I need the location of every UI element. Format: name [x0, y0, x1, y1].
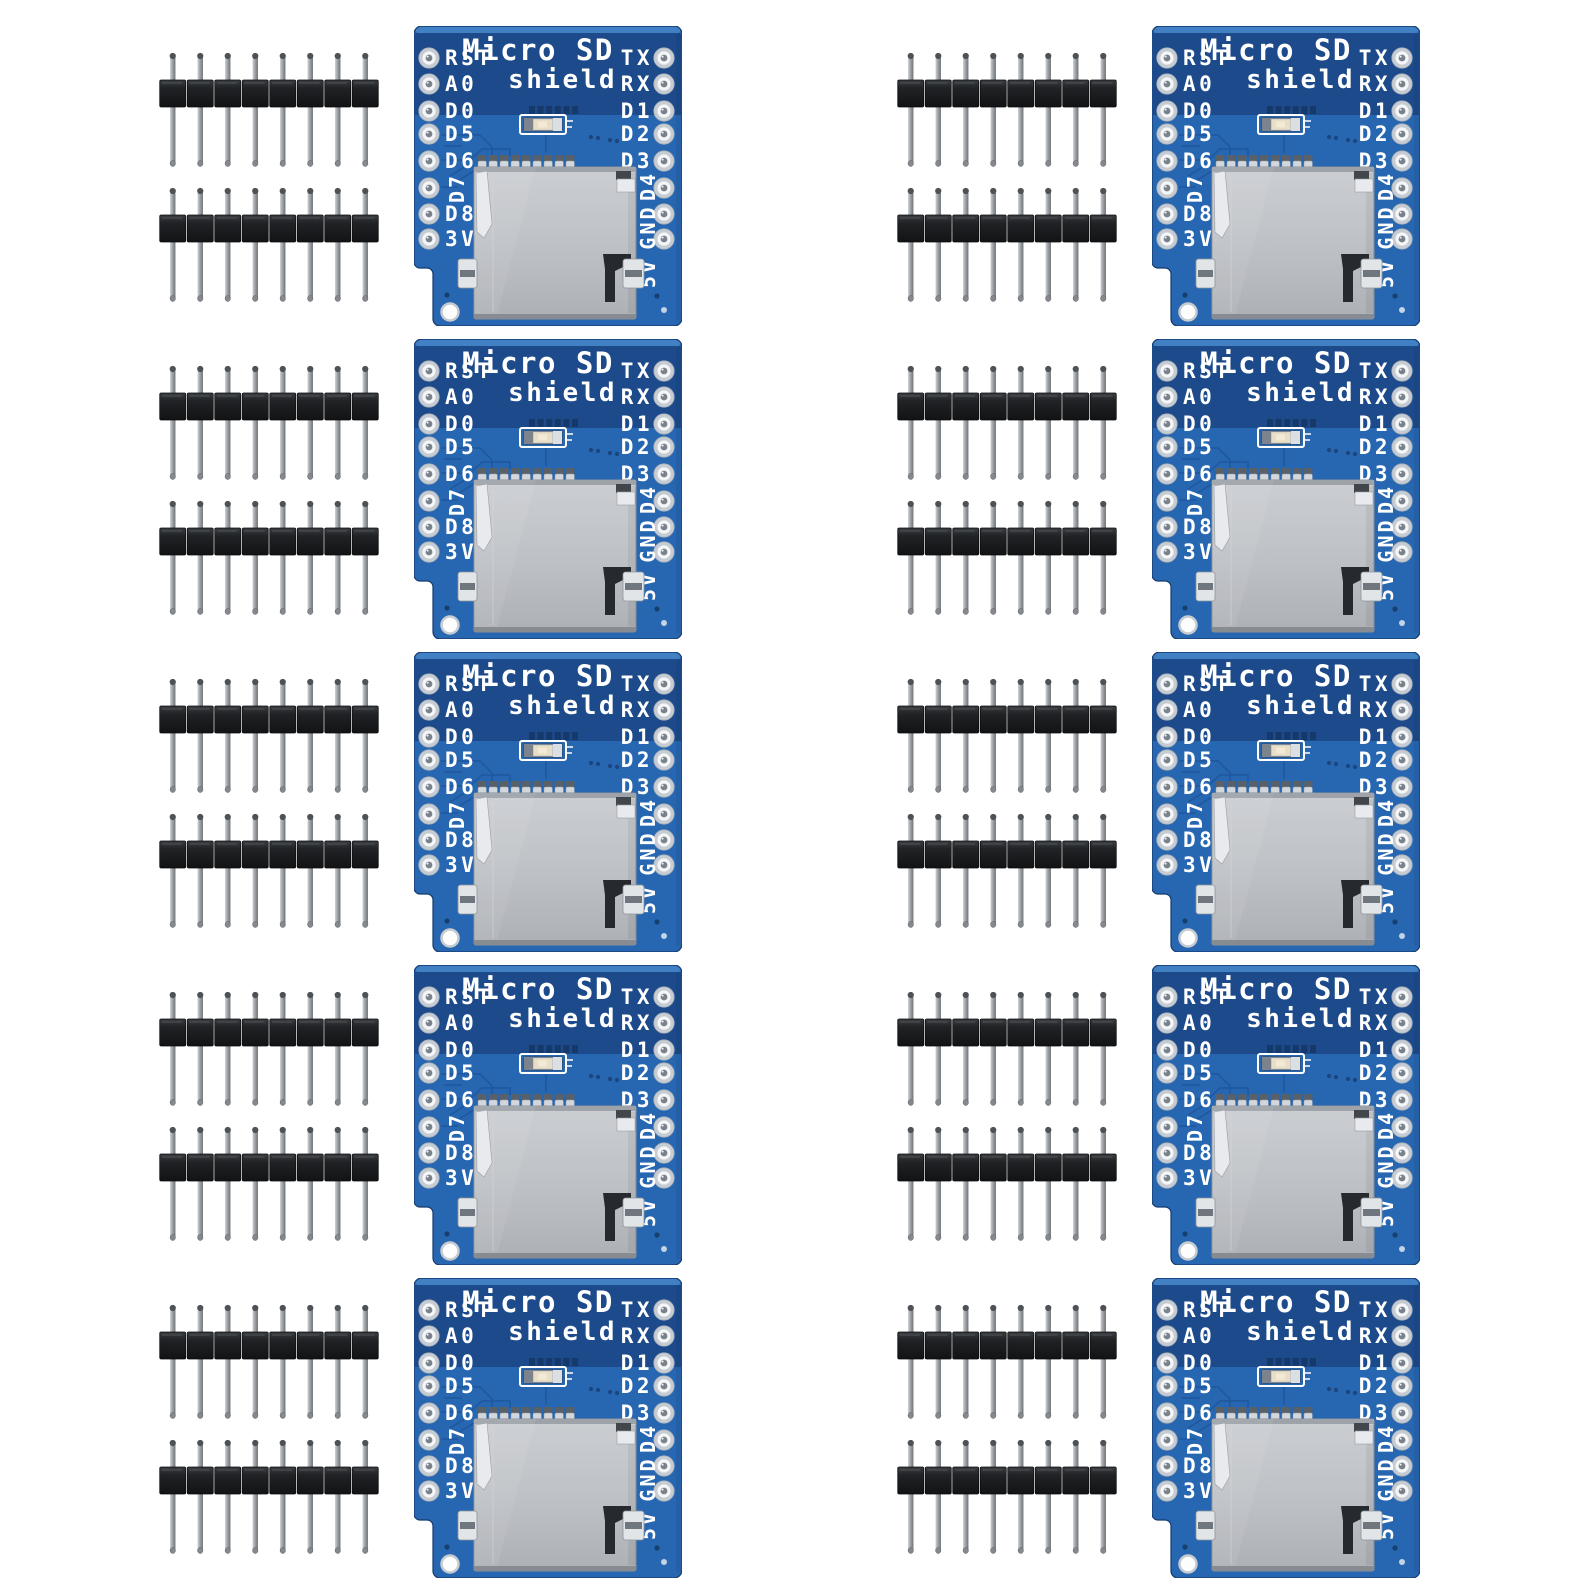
pin-header-pair [158, 50, 380, 303]
micro-sd-shield-board [1152, 339, 1420, 639]
micro-sd-shield-board [414, 965, 682, 1265]
product-unit [158, 339, 684, 639]
pin-header-8pin [896, 1302, 1118, 1420]
micro-sd-shield-board [414, 652, 682, 952]
pin-header-pair [158, 363, 380, 616]
micro-sd-shield-board [1152, 26, 1420, 326]
product-unit [896, 965, 1422, 1265]
pin-header-pair [896, 676, 1118, 929]
pin-header-8pin [158, 50, 380, 168]
pin-header-8pin [896, 498, 1118, 616]
pin-header-8pin [158, 989, 380, 1107]
pin-header-8pin [896, 676, 1118, 794]
pin-header-8pin [896, 363, 1118, 481]
pin-header-pair [158, 1302, 380, 1555]
pin-header-8pin [896, 1124, 1118, 1242]
pin-header-pair [896, 50, 1118, 303]
micro-sd-shield-board [414, 1278, 682, 1578]
pin-header-8pin [158, 1124, 380, 1242]
product-unit [158, 1278, 684, 1578]
pin-header-pair [896, 989, 1118, 1242]
pin-header-pair [158, 676, 380, 929]
pin-header-8pin [158, 185, 380, 303]
pin-header-8pin [896, 1437, 1118, 1555]
micro-sd-shield-board [414, 26, 682, 326]
pin-header-pair [158, 989, 380, 1242]
pin-header-pair [896, 363, 1118, 616]
product-unit [158, 965, 684, 1265]
product-unit [896, 339, 1422, 639]
micro-sd-shield-board [1152, 1278, 1420, 1578]
product-unit [896, 26, 1422, 326]
micro-sd-shield-board [414, 339, 682, 639]
pin-header-8pin [896, 185, 1118, 303]
pin-header-8pin [158, 811, 380, 929]
pin-header-8pin [158, 1437, 380, 1555]
pin-header-8pin [896, 811, 1118, 929]
product-unit [896, 652, 1422, 952]
product-unit [896, 1278, 1422, 1578]
pin-header-8pin [896, 50, 1118, 168]
pin-header-8pin [158, 1302, 380, 1420]
micro-sd-shield-board [1152, 965, 1420, 1265]
product-unit [158, 26, 684, 326]
pin-header-pair [896, 1302, 1118, 1555]
pin-header-8pin [158, 498, 380, 616]
pin-header-8pin [158, 676, 380, 794]
micro-sd-shield-board [1152, 652, 1420, 952]
pin-header-8pin [896, 989, 1118, 1107]
pin-header-8pin [158, 363, 380, 481]
product-unit [158, 652, 684, 952]
